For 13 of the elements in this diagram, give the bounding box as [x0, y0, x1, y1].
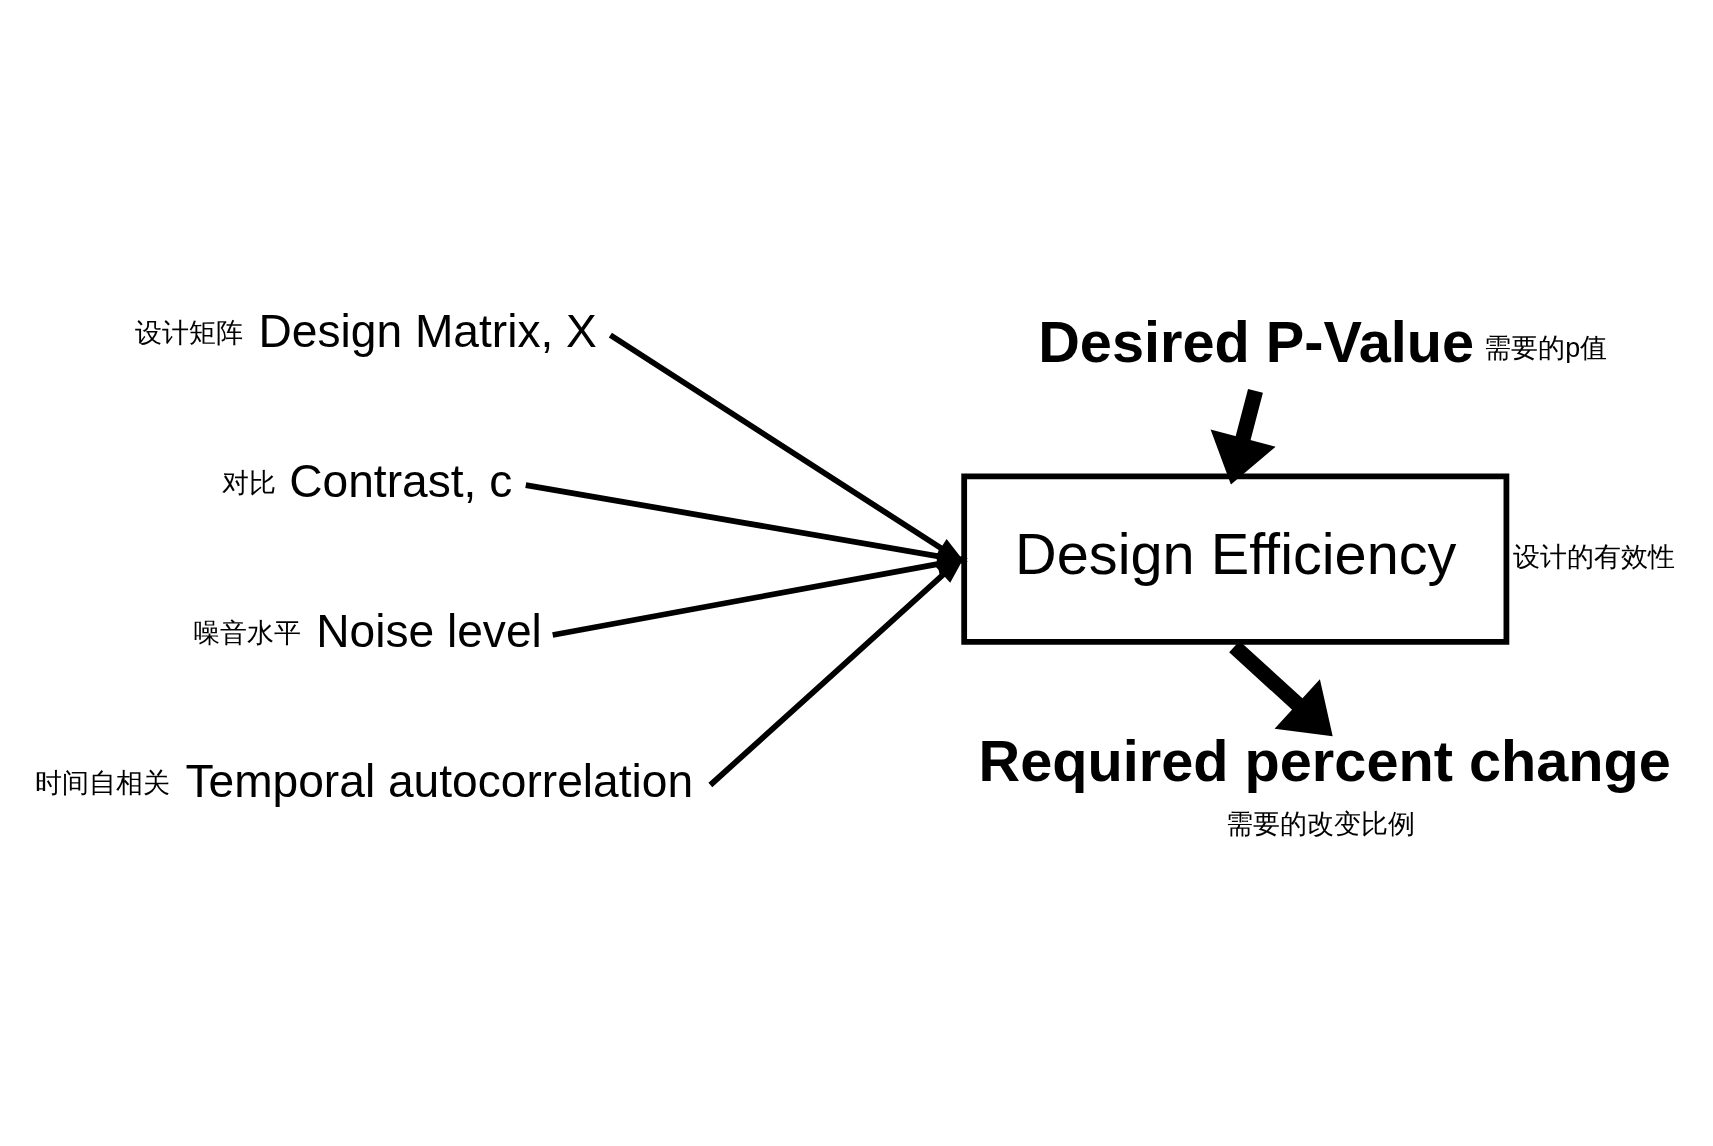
node-text: Required percent change	[978, 728, 1671, 793]
node-text: Contrast, c	[289, 454, 513, 507]
node-label: 需要的p值	[1484, 332, 1608, 363]
node-label: 噪音水平	[193, 617, 302, 648]
node-label: 时间自相关	[35, 767, 171, 798]
node-label: 设计的有效性	[1513, 541, 1676, 572]
node-text: Noise level	[316, 604, 542, 657]
node-text: Design Matrix, X	[258, 304, 597, 357]
node-label: 对比	[221, 467, 276, 498]
node-text: Desired P-Value	[1038, 309, 1475, 374]
node-label: 设计矩阵	[135, 317, 244, 348]
node-label: 需要的改变比例	[1225, 808, 1415, 839]
node-text: Temporal autocorrelation	[185, 754, 694, 807]
